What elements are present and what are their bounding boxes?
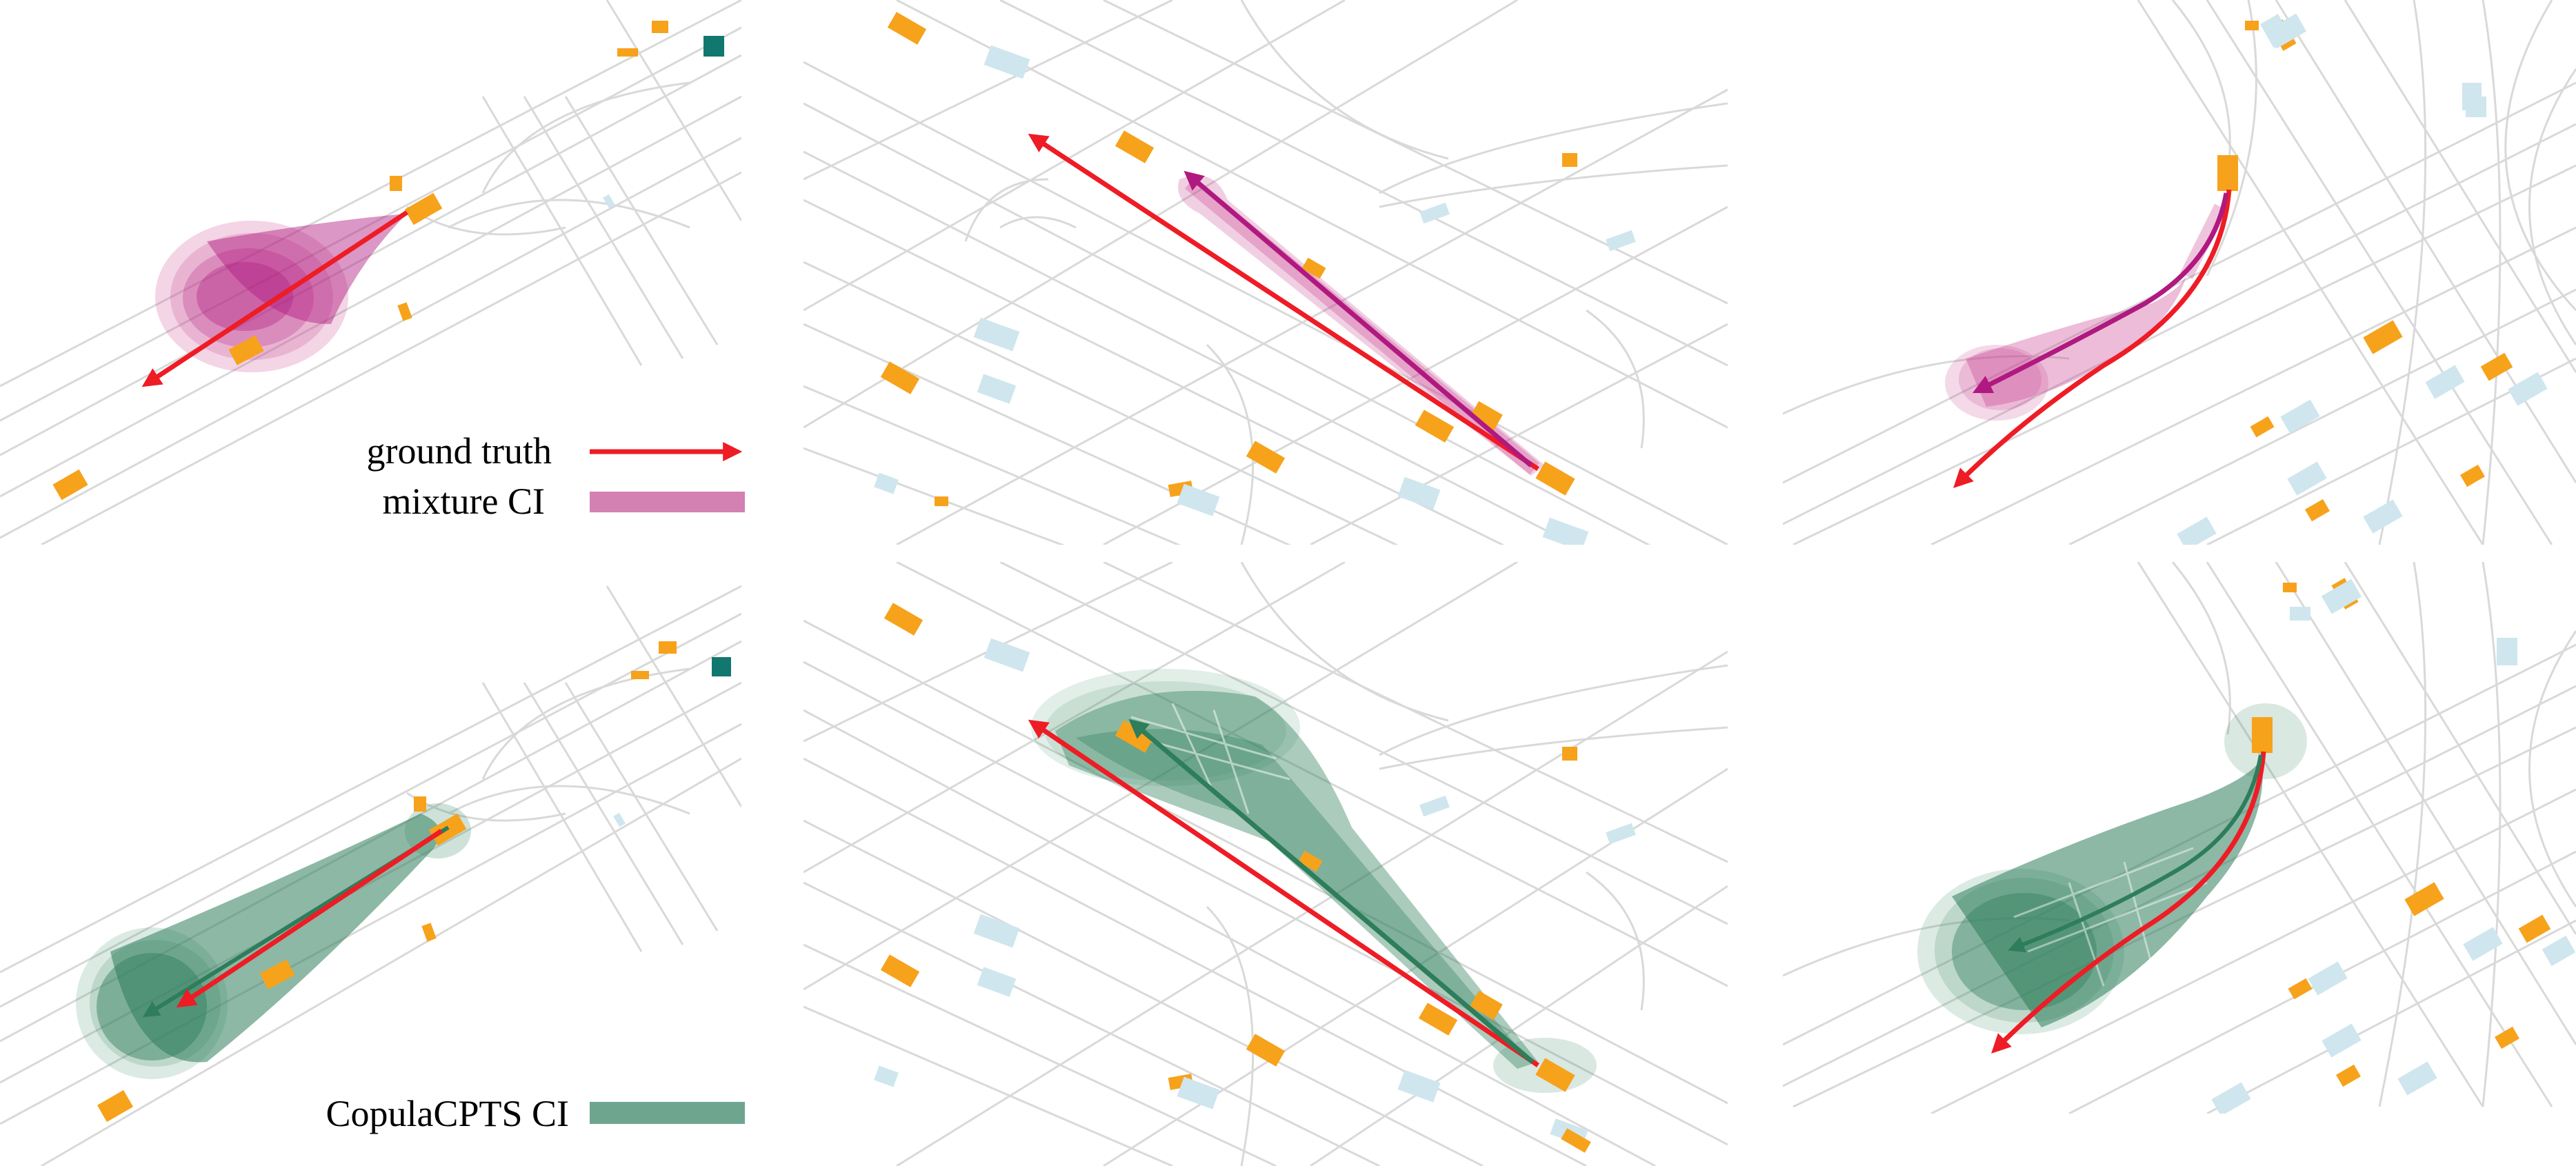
legend-mixture-ci-label: mixture CI: [383, 481, 545, 522]
vehicles: [2177, 13, 2548, 545]
panel-bottom-right: [1783, 562, 2576, 1114]
ground-truth-arrow: [1028, 719, 1539, 1067]
vehicles: [2211, 578, 2576, 1114]
ground-truth-arrow: [141, 210, 408, 388]
road-network: [1783, 0, 2576, 545]
ego-marker: [712, 657, 731, 676]
ground-truth-arrow: [1953, 189, 2232, 488]
mixture-prediction-arrow: [1972, 192, 2229, 394]
copula-ci-region: [1031, 669, 1597, 1093]
vehicles: [52, 21, 668, 501]
road-network: [803, 562, 1728, 1166]
legend-mixture-ci-swatch: [590, 492, 745, 512]
panel-top-middle: [803, 0, 1728, 545]
copula-prediction-arrow: [2008, 754, 2263, 953]
ground-truth-arrow: [176, 829, 443, 1008]
legend-ground-truth-label: ground truth: [367, 430, 552, 472]
panel-bottom-middle: [803, 562, 1728, 1166]
copula-prediction-arrow: [1128, 718, 1535, 1064]
mixture-ci-region: [155, 214, 407, 372]
legend-top: ground truth mixture CI: [324, 424, 745, 524]
legend-copula-ci-label: CopulaCPTS CI: [326, 1093, 569, 1134]
vehicles: [874, 12, 1636, 545]
panel-bottom-left: [0, 585, 741, 1166]
mixture-prediction-arrow: [1184, 170, 1533, 468]
panel-top-left: [0, 0, 741, 545]
vehicles: [874, 603, 1636, 1153]
panel-top-right: [1783, 0, 2576, 545]
legend-copula-ci-swatch: [590, 1102, 745, 1124]
road-network: [803, 0, 1728, 545]
copula-ci-region: [1917, 703, 2307, 1034]
ground-truth-arrow: [1028, 133, 1539, 471]
ground-truth-arrow: [1991, 751, 2266, 1054]
ego-marker: [703, 36, 724, 57]
legend-bottom: CopulaCPTS CI: [326, 1093, 745, 1134]
